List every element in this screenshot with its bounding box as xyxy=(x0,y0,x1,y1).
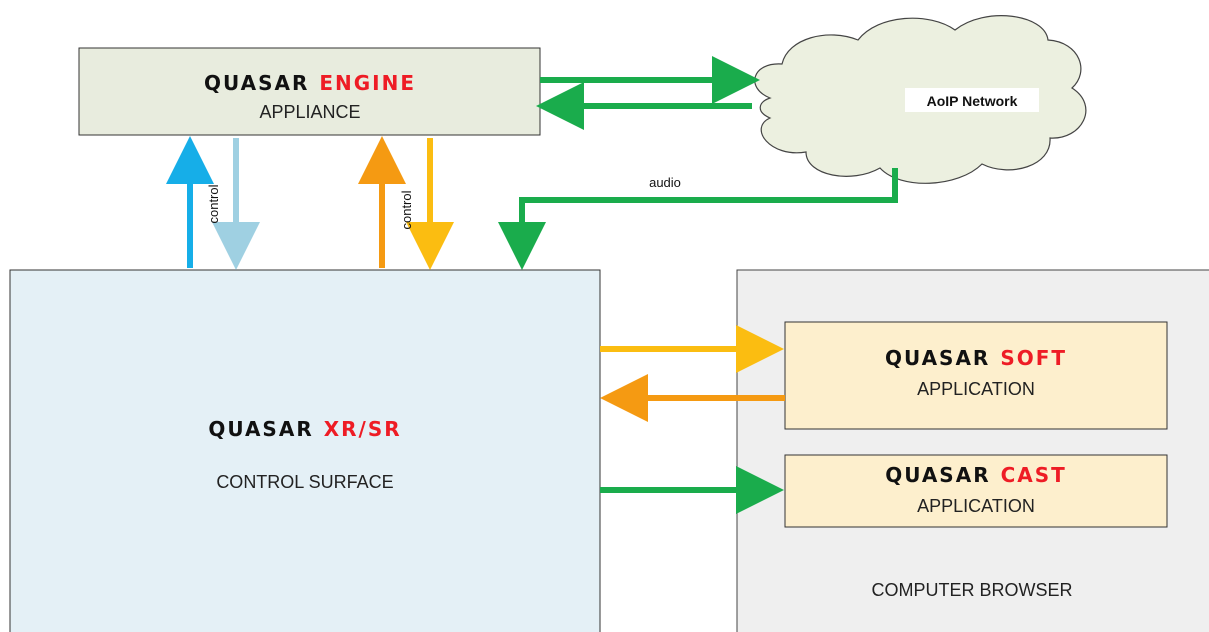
network-label: AoIP Network xyxy=(927,93,1018,109)
audio-label: audio xyxy=(649,175,681,190)
surface-box-frame xyxy=(9,269,601,632)
engine-brand: QUASAR xyxy=(204,71,309,95)
engine-subtitle: APPLIANCE xyxy=(259,102,360,122)
network-audio-to-surface-arrow xyxy=(498,168,898,270)
surface-brand: QUASAR xyxy=(208,417,313,441)
cast-application-box: QUASAR CAST APPLICATION xyxy=(784,454,1168,528)
cast-title: QUASAR CAST xyxy=(885,463,1067,487)
browser-label: COMPUTER BROWSER xyxy=(871,580,1072,600)
surface-product-a: XR xyxy=(324,417,359,441)
control-label-right: control xyxy=(399,190,414,229)
soft-product: SOFT xyxy=(1000,346,1067,370)
surface-product-b: SR xyxy=(368,417,402,441)
control-label-left: control xyxy=(206,184,221,223)
cast-brand: QUASAR xyxy=(885,463,990,487)
aoip-network-cloud: AoIP Network xyxy=(754,15,1087,184)
soft-title: QUASAR SOFT xyxy=(885,346,1067,370)
cast-box-frame xyxy=(784,454,1168,528)
soft-box-frame xyxy=(784,321,1168,430)
soft-application-box: QUASAR SOFT APPLICATION xyxy=(784,321,1168,430)
network-label-bg xyxy=(905,88,1039,112)
surface-subtitle: CONTROL SURFACE xyxy=(216,472,393,492)
surface-title: QUASAR XR/SR xyxy=(208,417,401,441)
control-surface-box: QUASAR XR/SR CONTROL SURFACE xyxy=(9,269,601,632)
engine-appliance-box: QUASAR ENGINE APPLIANCE xyxy=(78,47,541,136)
cast-subtitle: APPLICATION xyxy=(917,496,1035,516)
engine-product: ENGINE xyxy=(319,71,416,95)
soft-brand: QUASAR xyxy=(885,346,990,370)
cast-product: CAST xyxy=(1001,463,1067,487)
surface-separator: / xyxy=(359,417,368,441)
engine-box-frame xyxy=(78,47,541,136)
engine-title: QUASAR ENGINE xyxy=(204,71,416,95)
soft-subtitle: APPLICATION xyxy=(917,379,1035,399)
